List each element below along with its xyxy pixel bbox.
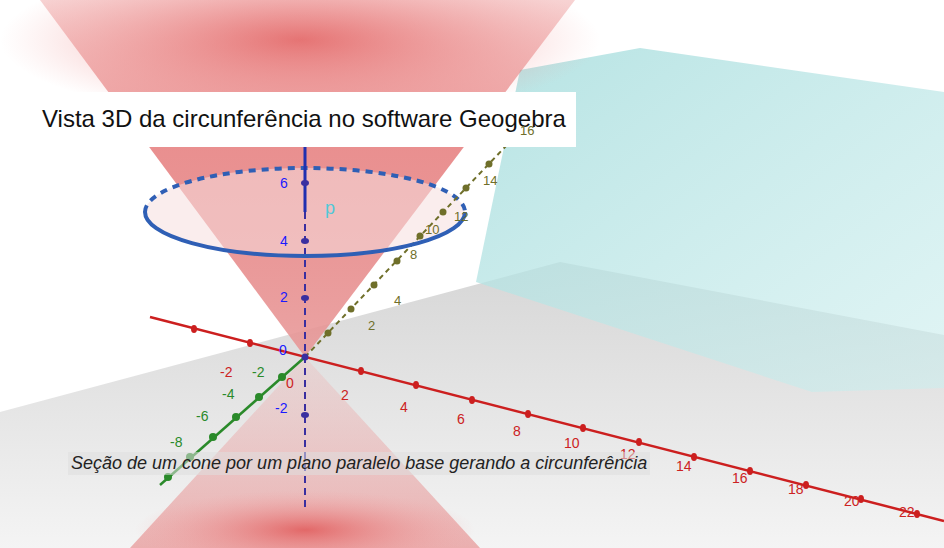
z-tick: 4 — [280, 234, 288, 248]
diag-tick: 2 — [368, 319, 375, 332]
x-tick: 14 — [676, 459, 692, 473]
plane-name: p — [325, 199, 335, 217]
x-tick: 0 — [286, 376, 294, 390]
x-tick: 18 — [788, 482, 804, 496]
diag-tick: 8 — [410, 248, 417, 261]
diag-tick: 4 — [394, 294, 401, 307]
diag-tick: 16 — [520, 124, 534, 137]
x-tick: 16 — [732, 471, 748, 485]
x-tick: 4 — [400, 400, 408, 414]
x-tick: 22 — [899, 505, 915, 519]
z-tick: 6 — [280, 176, 288, 190]
diag-tick: 12 — [454, 210, 468, 223]
diag-tick: 10 — [425, 223, 439, 236]
z-tick: -2 — [275, 401, 287, 415]
x-tick: 20 — [844, 494, 860, 508]
x-tick: 10 — [564, 436, 580, 450]
y-tick: -4 — [222, 387, 234, 401]
y-tick: -6 — [196, 409, 208, 423]
x-tick: 6 — [457, 412, 465, 426]
caption: Seção de um cone por um plano paralelo b… — [68, 452, 650, 475]
y-tick: -2 — [252, 365, 264, 379]
x-tick: -2 — [220, 365, 232, 379]
x-tick: 2 — [341, 388, 349, 402]
x-tick: 8 — [513, 424, 521, 438]
diag-tick: 14 — [483, 174, 497, 187]
title: Vista 3D da circunferência no software G… — [32, 92, 576, 147]
z-tick: 0 — [279, 343, 287, 357]
z-tick: 2 — [280, 290, 288, 304]
y-tick: -8 — [170, 435, 182, 449]
